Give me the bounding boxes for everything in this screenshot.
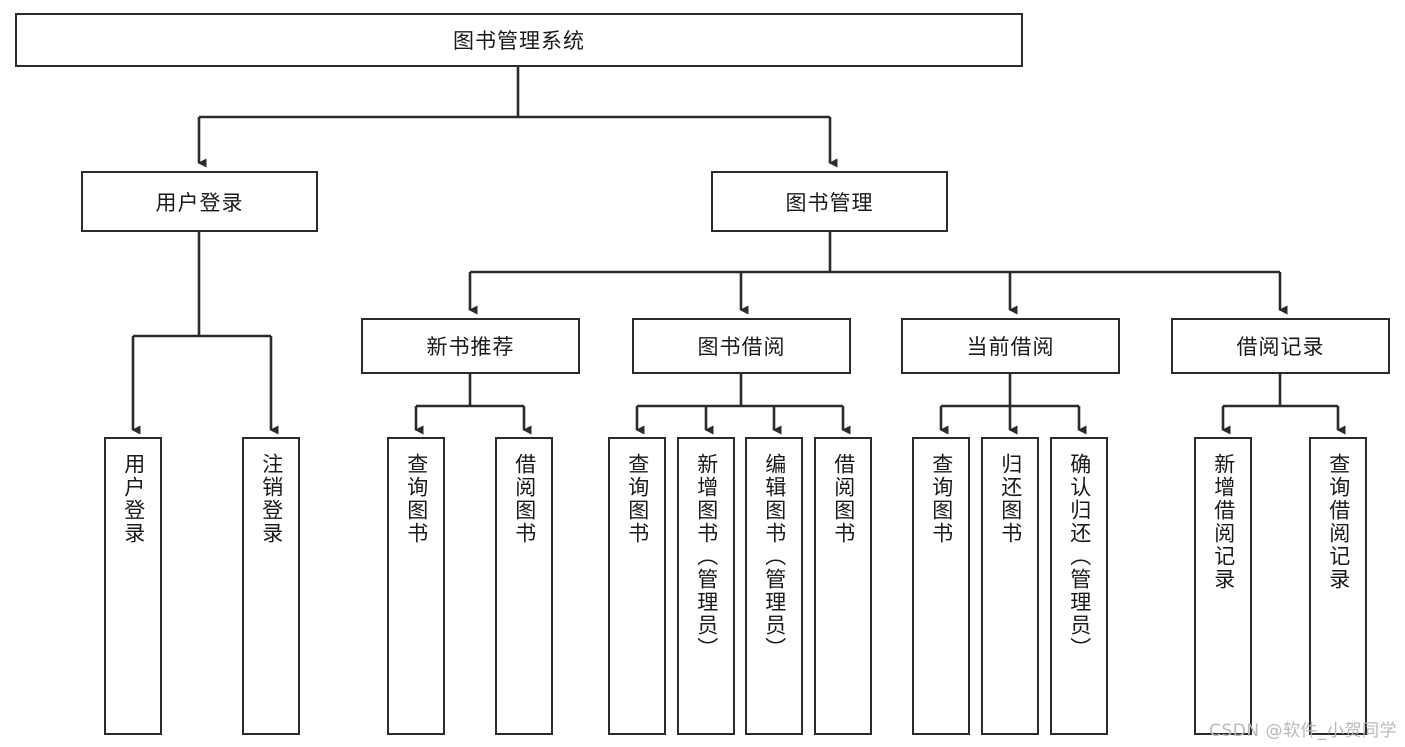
node-root-system[interactable]: 图书管理系统	[15, 13, 1023, 67]
node-label: 用户登录	[121, 453, 146, 545]
leaf-query-book-current[interactable]: 查询图书	[912, 437, 970, 735]
node-label: 图书管理系统	[453, 29, 585, 53]
node-label: 借阅记录	[1236, 335, 1325, 359]
node-label: 查询图书	[404, 453, 429, 545]
node-label: 借阅图书	[831, 453, 856, 545]
node-label: 查询借阅记录	[1326, 453, 1351, 591]
node-label: 新增借阅记录	[1211, 453, 1236, 591]
node-book-management[interactable]: 图书管理	[711, 171, 948, 232]
node-label: 当前借阅	[966, 335, 1055, 359]
node-label: 查询图书	[625, 453, 650, 545]
node-current-borrow[interactable]: 当前借阅	[901, 318, 1120, 374]
leaf-borrow-book-recommend[interactable]: 借阅图书	[495, 437, 553, 735]
node-book-borrow[interactable]: 图书借阅	[632, 318, 851, 374]
node-new-book-recommend[interactable]: 新书推荐	[361, 318, 580, 374]
leaf-add-book-admin[interactable]: 新增图书（管理员）	[677, 437, 735, 735]
node-label: 新书推荐	[426, 335, 515, 359]
node-label: 图书借阅	[697, 335, 786, 359]
node-label: 借阅图书	[512, 453, 537, 545]
node-user-login[interactable]: 用户登录	[81, 171, 318, 232]
node-borrow-records[interactable]: 借阅记录	[1171, 318, 1390, 374]
leaf-edit-book-admin[interactable]: 编辑图书（管理员）	[745, 437, 803, 735]
node-label: 图书管理	[785, 190, 874, 215]
leaf-query-book-recommend[interactable]: 查询图书	[387, 437, 445, 735]
node-label: 新增图书（管理员）	[694, 453, 719, 660]
node-label: 注销登录	[259, 453, 284, 545]
leaf-return-book[interactable]: 归还图书	[981, 437, 1039, 735]
leaf-query-borrow-record[interactable]: 查询借阅记录	[1309, 437, 1367, 735]
node-label: 归还图书	[998, 453, 1023, 545]
leaf-borrow-book[interactable]: 借阅图书	[814, 437, 872, 735]
leaf-confirm-return-admin[interactable]: 确认归还（管理员）	[1050, 437, 1108, 735]
leaf-add-borrow-record[interactable]: 新增借阅记录	[1194, 437, 1252, 735]
leaf-query-book-borrow[interactable]: 查询图书	[608, 437, 666, 735]
node-label: 确认归还（管理员）	[1067, 453, 1092, 660]
leaf-user-login[interactable]: 用户登录	[104, 437, 162, 735]
watermark: CSDN @软件_小贺同学	[1209, 721, 1397, 741]
leaf-logout[interactable]: 注销登录	[242, 437, 300, 735]
node-label: 编辑图书（管理员）	[762, 453, 787, 660]
node-label: 用户登录	[155, 190, 244, 215]
node-label: 查询图书	[929, 453, 954, 545]
